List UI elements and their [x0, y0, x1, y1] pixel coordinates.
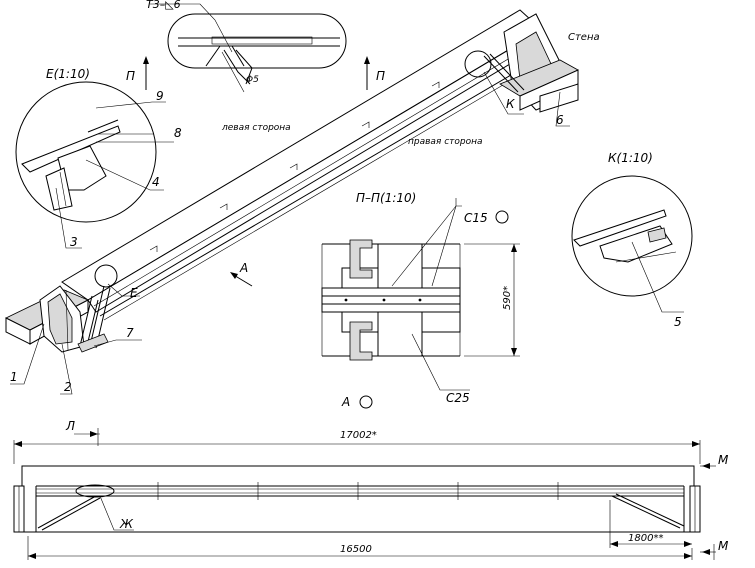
node-k-label: К	[506, 97, 515, 111]
callout-6: 6	[556, 113, 564, 127]
section-pp-title: П–П(1:10)	[356, 191, 416, 205]
weld-symbol-label: Т3–◺6	[146, 0, 181, 11]
section-marker-left: П	[126, 56, 149, 90]
dim-total-label: 17002*	[340, 430, 377, 441]
section-marker-right: П	[364, 56, 385, 90]
node-e-label: Е	[130, 286, 138, 300]
callout-9: 9	[156, 89, 164, 103]
section-pp: П–П(1:10) С15 С25 590*	[321, 191, 520, 405]
weld-detail-capsule: Т3–◺6 Φ5	[146, 0, 347, 93]
detail-k: К(1:10) 5	[571, 151, 693, 329]
isometric-beam	[61, 9, 543, 321]
callout-7: 7	[126, 326, 134, 340]
left-side-label: левая сторона	[221, 123, 291, 133]
channel-c25-label: С25	[446, 391, 470, 405]
mark-m-bottom-label: М	[718, 539, 729, 553]
mark-l-label: Л	[65, 419, 75, 433]
mark-m-top-label: М	[718, 453, 729, 467]
detail-e-circle	[94, 264, 118, 288]
wall-label: Стена	[568, 32, 600, 43]
callout-1: 1	[10, 370, 18, 384]
detail-k-circle	[464, 50, 492, 78]
callout-8: 8	[174, 126, 182, 140]
view-a-arrow-label: А	[239, 261, 248, 275]
callout-3: 3	[70, 235, 78, 249]
svg-text:П: П	[376, 69, 385, 83]
callout-4: 4	[152, 175, 160, 189]
left-support	[5, 285, 111, 353]
svg-text:А: А	[341, 395, 350, 409]
right-support	[483, 13, 579, 113]
detail-k-title: К(1:10)	[608, 151, 653, 165]
detail-e-title: Е(1:10)	[46, 67, 90, 81]
hole-diameter-label: Φ5	[246, 75, 259, 85]
dim-span-label: 16500	[340, 544, 372, 555]
iso-callouts: Е К 6 1 2 7 Стена левая сторона правая с…	[10, 32, 600, 395]
node-zh-label: Ж	[119, 517, 134, 531]
right-side-label: правая сторона	[408, 137, 483, 147]
dim-height-label: 590*	[502, 286, 513, 310]
channel-c15-label: С15	[464, 211, 488, 225]
view-a-reference: А	[341, 395, 373, 409]
callout-5: 5	[674, 315, 682, 329]
detail-e: Е(1:10) 9 8 4 3	[15, 67, 182, 249]
dim-right-label: 1800**	[628, 533, 663, 544]
plan-view: 17002* Л Ж М	[13, 419, 729, 560]
callout-2: 2	[64, 380, 72, 394]
svg-text:П: П	[126, 69, 135, 83]
